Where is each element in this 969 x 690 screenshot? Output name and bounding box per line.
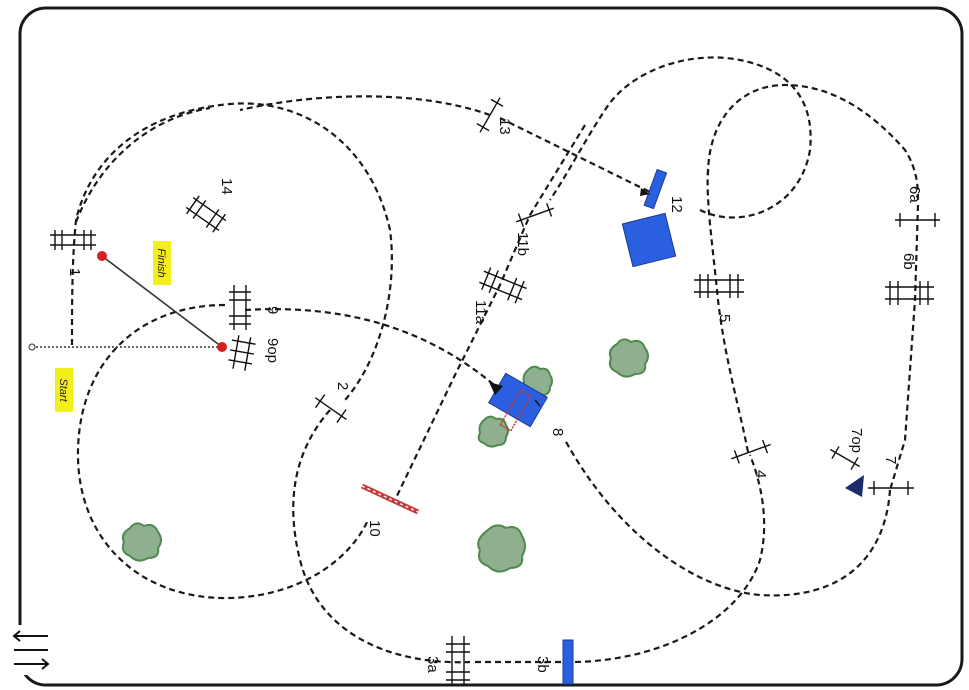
arrow-icon (489, 382, 503, 395)
start-tag: Start (55, 368, 73, 412)
jump-11a-symbol (479, 267, 527, 304)
jump-9-symbol (229, 285, 251, 330)
jump-5-symbol (694, 274, 744, 298)
jump-3b-blue (562, 639, 574, 685)
jump-13-symbol (476, 97, 504, 133)
jump-11a-label: 11a (472, 300, 489, 325)
jump-7op-label: 7op (848, 428, 865, 453)
jump-8-label: 8 (549, 428, 566, 436)
svg-text:Finish: Finish (155, 248, 167, 277)
jump-2-symbol (314, 394, 347, 423)
jump-12-blue (643, 168, 668, 210)
jump-11b-symbol (515, 203, 555, 227)
jump-6a-label: 6a (906, 186, 923, 203)
finish-tag: Finish (153, 241, 171, 285)
jump-9-label: 9 (264, 306, 281, 314)
table-obstacle (499, 389, 532, 432)
tree-icon (121, 522, 162, 562)
jump-9op-symbol (228, 335, 256, 371)
tree-icon (608, 338, 649, 378)
entrance-arrows (12, 630, 50, 670)
tree-icon (477, 524, 526, 573)
jump-1-label: 1 (66, 268, 83, 276)
jump-6b-symbol (885, 281, 934, 305)
jump-10-label: 10 (366, 520, 383, 537)
jump-5-label: 5 (716, 314, 733, 322)
route (28, 56, 920, 664)
finish-flag (97, 251, 107, 261)
jump-7-symbol (868, 481, 914, 495)
jump-14-label: 14 (218, 178, 235, 195)
jump-6a-symbol (895, 213, 940, 227)
jump-12-label: 12 (668, 196, 685, 213)
arrow-icon (640, 188, 650, 196)
jump-4-symbol (730, 439, 771, 464)
jump-14-symbol (185, 195, 227, 233)
arena-border (18, 6, 964, 687)
jump-11b-label: 11b (514, 232, 531, 256)
jump-3a-symbol (446, 636, 470, 686)
jump-6b-label: 6b (900, 253, 917, 270)
jump-8-symbol (534, 399, 541, 407)
jump-4-label: 4 (752, 470, 769, 478)
jump-2-label: 2 (334, 382, 351, 390)
jump-9op-label: 9op (264, 338, 281, 363)
svg-text:Start: Start (57, 378, 69, 402)
blue-obstacle (621, 212, 677, 268)
jump-7op-symbol (829, 446, 861, 470)
jump-3b-label: 3b (534, 656, 551, 673)
start-flag (217, 342, 227, 352)
jump-7-label: 7 (882, 456, 899, 464)
arrow-icon (845, 475, 864, 497)
jump-3a-label: 3a (424, 656, 441, 673)
finish-line (101, 255, 223, 348)
jump-1-symbol (50, 230, 96, 250)
jump-13-label: 13 (496, 118, 513, 135)
